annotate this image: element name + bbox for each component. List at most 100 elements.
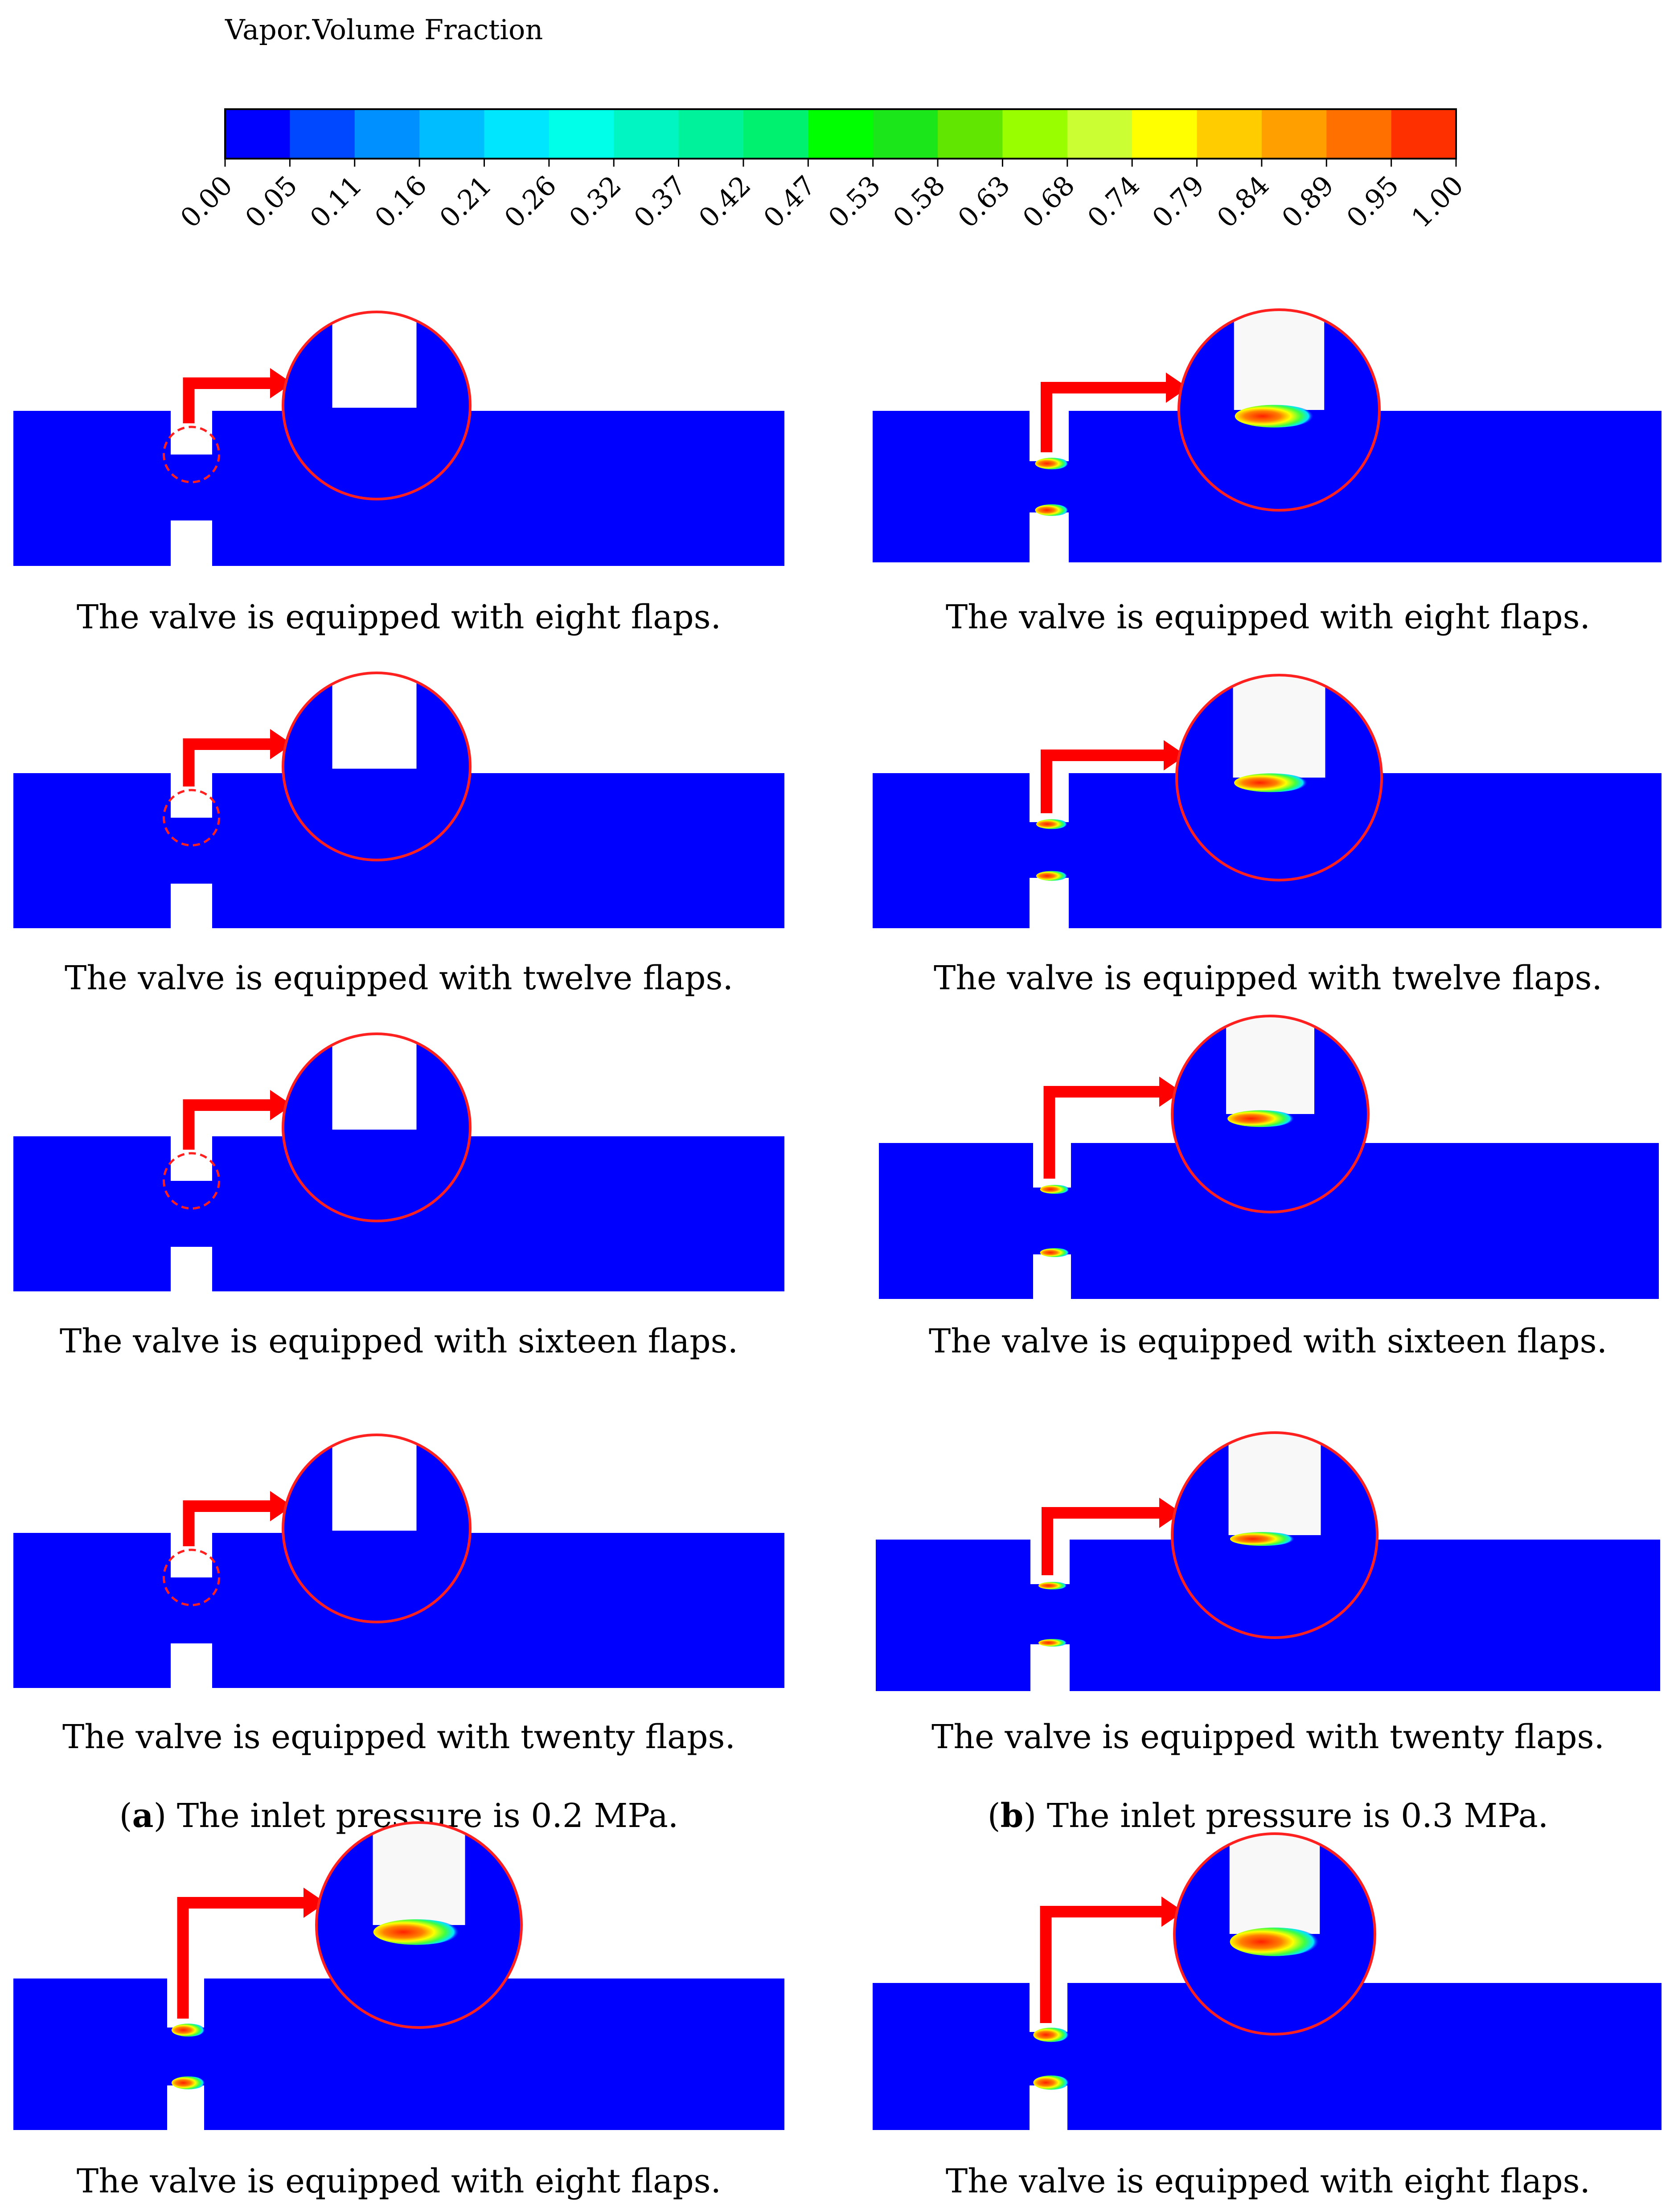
colorbar-tick-label: 0.00 — [175, 170, 239, 234]
colorbar-swatch — [354, 109, 420, 159]
colorbar-swatch — [419, 109, 484, 159]
cavitation-region — [171, 2076, 205, 2089]
colorbar-tick-label: 0.79 — [1146, 170, 1210, 234]
zoom-valve — [332, 1034, 417, 1130]
contour-plot — [13, 672, 784, 929]
zoom-arrowhead — [270, 729, 292, 759]
zoom-arrowhead — [1161, 1897, 1184, 1927]
colorbar-swatch — [743, 109, 808, 159]
colorbar-tick-label: 0.26 — [498, 170, 562, 234]
zoom-arrowhead — [1166, 373, 1188, 403]
contour-plot — [873, 674, 1662, 929]
cavitation-region — [1036, 871, 1068, 881]
group-label-b: (b) The inlet pressure is 0.3 MPa. — [988, 1797, 1549, 1835]
zoom-inset — [283, 312, 470, 499]
colorbar-tick-label: 0.68 — [1017, 170, 1081, 234]
cavitation-region — [1035, 504, 1069, 516]
panel-b1: The valve is equipped with eight flaps. — [873, 308, 1662, 636]
panel-caption: The valve is equipped with twelve flaps. — [65, 959, 733, 997]
colorbar-frame — [224, 108, 1457, 160]
zoom-valve — [373, 1823, 465, 1925]
colorbar-tick-label: 0.16 — [369, 170, 433, 234]
zoom-valve — [1234, 310, 1325, 410]
panel-c1: The valve is equipped with eight flaps. — [13, 1821, 784, 2200]
colorbar-swatch — [678, 109, 744, 159]
zoom-arrowhead — [1159, 1498, 1182, 1528]
zoom-arrow — [1041, 750, 1165, 813]
colorbar-tick-label: 0.21 — [434, 170, 498, 234]
cavitation-region — [1040, 1248, 1070, 1257]
panel-caption: The valve is equipped with twenty flaps. — [931, 1718, 1604, 1756]
colorbar-swatch — [1197, 109, 1262, 159]
colorbar-swatch — [1391, 109, 1456, 159]
panel-caption: The valve is equipped with twenty flaps. — [62, 1718, 735, 1756]
cavitation-region — [171, 2024, 205, 2037]
colorbar-swatch — [1132, 109, 1198, 159]
panel-b4: The valve is equipped with twenty flaps. — [876, 1431, 1660, 1756]
zoom-valve — [1226, 1016, 1314, 1114]
colorbar-tick-label: 0.42 — [693, 170, 757, 234]
colorbar-tick-label: 0.89 — [1276, 170, 1340, 234]
zoom-inset — [1172, 1016, 1368, 1212]
colorbar-tick-label: 0.53 — [822, 170, 886, 234]
colorbar-tick-label: 1.00 — [1406, 170, 1470, 234]
colorbar-swatch — [225, 109, 290, 159]
cavitation-region — [1040, 1185, 1070, 1194]
cavitation-region — [1035, 458, 1069, 470]
panel-b3: The valve is equipped with sixteen flaps… — [879, 1015, 1659, 1360]
highlight-circle — [163, 789, 220, 847]
zoom-ring — [282, 1032, 472, 1222]
colorbar-swatch — [614, 109, 679, 159]
valve-flap-lower — [171, 1643, 212, 1689]
zoom-arrowhead — [270, 1491, 292, 1521]
zoom-ring — [1177, 308, 1381, 512]
panel-caption: The valve is equipped with twelve flaps. — [934, 959, 1602, 997]
panel-caption: The valve is equipped with eight flaps. — [77, 598, 721, 636]
zoom-valve — [332, 673, 417, 769]
colorbar-tick-label: 0.95 — [1341, 170, 1405, 234]
group-letter: a — [132, 1797, 154, 1835]
valve-flap-lower — [171, 520, 212, 567]
valve-flap-lower — [1030, 512, 1069, 563]
valve-flap-lower — [1033, 1254, 1071, 1300]
panel-caption: The valve is equipped with sixteen flaps… — [929, 1322, 1607, 1360]
colorbar-swatch — [290, 109, 355, 159]
colorbar-tick-label: 0.63 — [952, 170, 1016, 234]
zoom-ring — [1171, 1431, 1379, 1639]
panel-a3: The valve is equipped with sixteen flaps… — [13, 1032, 784, 1360]
cavitation-region — [1038, 1639, 1067, 1647]
zoom-inset — [1177, 675, 1382, 880]
zoom-arrow — [183, 377, 272, 423]
highlight-circle — [163, 1152, 220, 1210]
valve-flap-lower — [1030, 2085, 1067, 2131]
contour-plot — [879, 1015, 1659, 1300]
zoom-ring — [282, 311, 472, 500]
contour-plot — [13, 311, 784, 567]
cavitation-region — [1033, 2075, 1069, 2090]
zoom-arrowhead — [1159, 1077, 1182, 1107]
zoom-cavitation — [1234, 773, 1308, 792]
colorbar-swatch — [938, 109, 1003, 159]
contour-plot — [13, 1032, 784, 1292]
colorbar-swatch — [873, 109, 938, 159]
colorbar-title: Vapor.Volume Fraction — [225, 13, 543, 46]
zoom-arrow — [1042, 1507, 1161, 1575]
zoom-valve — [1228, 1433, 1321, 1535]
zoom-arrow — [1040, 1906, 1163, 2023]
colorbar-swatch — [1326, 109, 1392, 159]
zoom-ring — [315, 1821, 523, 2029]
zoom-arrow — [183, 1500, 272, 1546]
valve-flap-lower — [1030, 1644, 1070, 1692]
zoom-valve — [1233, 675, 1325, 778]
colorbar-swatch — [1261, 109, 1327, 159]
zoom-inset — [283, 673, 470, 860]
colorbar-swatch — [808, 109, 874, 159]
colorbar-tick-label: 0.37 — [628, 170, 692, 234]
panel-a4: The valve is equipped with twenty flaps. — [13, 1434, 784, 1756]
zoom-cavitation — [1230, 1532, 1295, 1546]
panel-caption: The valve is equipped with sixteen flaps… — [60, 1322, 738, 1360]
zoom-inset — [283, 1034, 470, 1221]
zoom-arrow — [183, 1099, 272, 1150]
zoom-arrow — [1041, 382, 1168, 452]
